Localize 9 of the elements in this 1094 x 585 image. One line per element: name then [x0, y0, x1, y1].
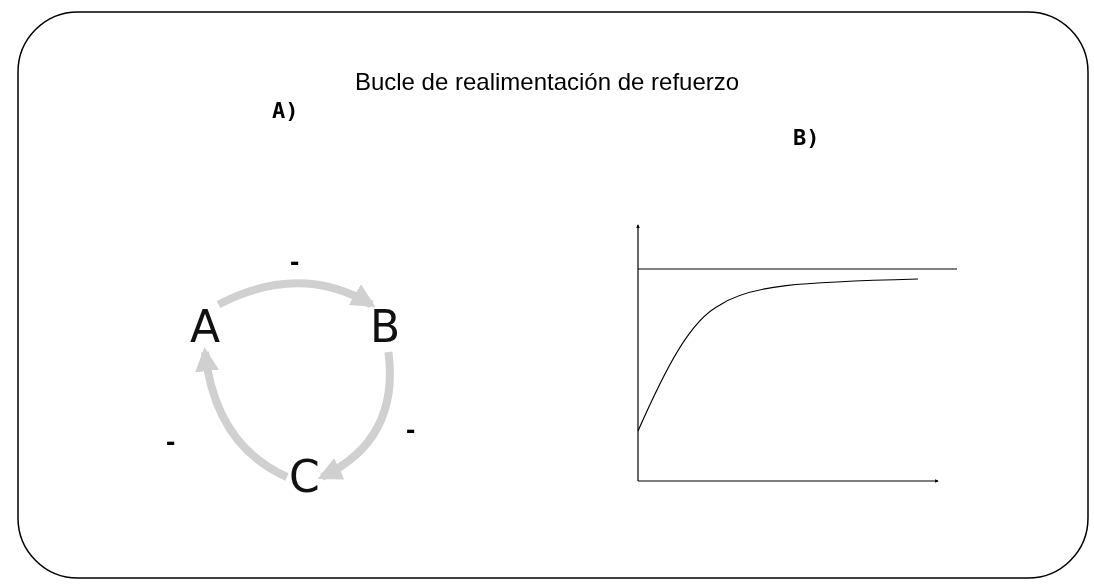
panel-label: A) [272, 98, 299, 123]
curved-arrow [195, 347, 289, 481]
curved-arrow [216, 279, 376, 309]
diagram-title: Bucle de realimentación de refuerzo [353, 68, 741, 96]
node-letter: A [188, 302, 223, 352]
node-letter: B [368, 302, 403, 352]
node-letter: C [287, 452, 322, 502]
curved-arrow [317, 351, 394, 481]
panel-label: B) [793, 125, 820, 150]
